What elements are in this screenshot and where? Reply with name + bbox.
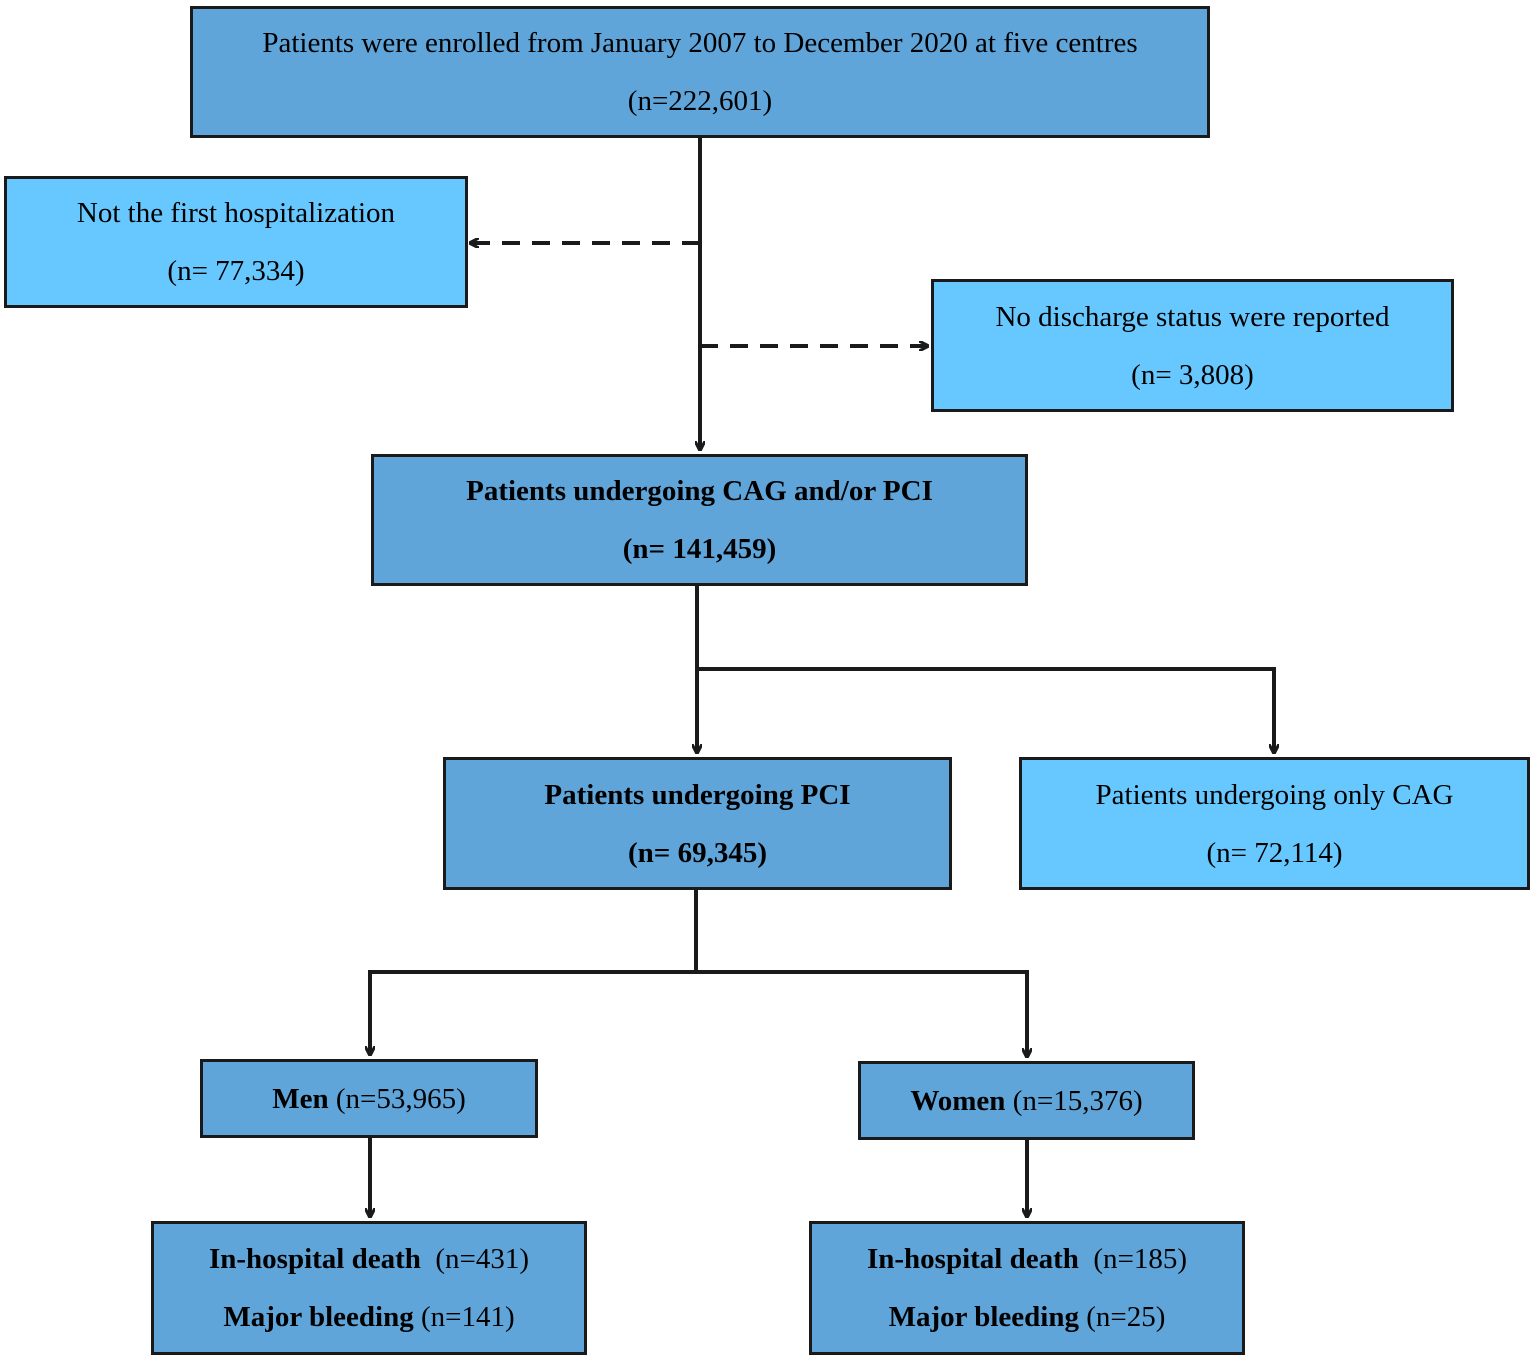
men-label: Men [272, 1082, 329, 1115]
men-box: Men (n=53,965) [200, 1059, 538, 1138]
pci-count: (n= 69,345) [628, 836, 767, 869]
men-count: (n=53,965) [335, 1082, 466, 1115]
arrow-to-only-cag [697, 667, 1274, 753]
men-death-count: (n=431) [435, 1243, 530, 1275]
men-line: Men (n=53,965) [272, 1070, 466, 1128]
women-death-label: In-hospital death [866, 1243, 1079, 1275]
only-cag-text: Patients undergoing only CAG [1095, 778, 1454, 811]
only-cag-count: (n= 72,114) [1206, 836, 1343, 869]
men-bleed-line: Major bleeding (n=141) [223, 1288, 514, 1346]
exclusion-first-hospitalization-count: (n= 77,334) [167, 255, 305, 287]
men-death-line: In-hospital death (n=431) [209, 1230, 529, 1288]
pci-text: Patients undergoing PCI [544, 778, 851, 811]
cag-pci-text: Patients undergoing CAG and/or PCI [466, 475, 933, 507]
men-outcomes-box: In-hospital death (n=431) Major bleeding… [151, 1221, 587, 1355]
exclusion-discharge-count: (n= 3,808) [1131, 358, 1254, 391]
cag-pci-count: (n= 141,459) [622, 533, 777, 565]
men-bleed-label: Major bleeding [223, 1301, 414, 1333]
women-death-count: (n=185) [1093, 1243, 1188, 1275]
men-bleed-count: (n=141) [420, 1301, 515, 1333]
women-bleed-count: (n=25) [1086, 1301, 1166, 1333]
arrow-to-women [368, 970, 1029, 1056]
exclusion-discharge-text: No discharge status were reported [995, 300, 1390, 333]
women-box: Women (n=15,376) [858, 1061, 1195, 1140]
women-outcomes-box: In-hospital death (n=185) Major bleeding… [809, 1221, 1245, 1355]
women-bleed-label: Major bleeding [888, 1301, 1079, 1333]
exclusion-first-hospitalization-box: Not the first hospitalization (n= 77,334… [4, 176, 468, 308]
exclusion-first-hospitalization-text: Not the first hospitalization [76, 197, 396, 229]
cag-pci-box: Patients undergoing CAG and/or PCI (n= 1… [371, 454, 1028, 586]
enrolled-count: (n=222,601) [627, 85, 773, 117]
women-label: Women [910, 1084, 1006, 1117]
women-death-line: In-hospital death (n=185) [867, 1230, 1187, 1288]
exclusion-discharge-box: No discharge status were reported (n= 3,… [931, 279, 1454, 412]
men-death-label: In-hospital death [208, 1243, 421, 1275]
women-bleed-line: Major bleeding (n=25) [889, 1288, 1166, 1346]
enrolled-box: Patients were enrolled from January 2007… [190, 6, 1210, 138]
women-count: (n=15,376) [1012, 1084, 1143, 1117]
pci-box: Patients undergoing PCI (n= 69,345) [443, 757, 952, 890]
enrolled-text: Patients were enrolled from January 2007… [262, 27, 1138, 59]
only-cag-box: Patients undergoing only CAG (n= 72,114) [1019, 757, 1530, 890]
women-line: Women (n=15,376) [910, 1072, 1142, 1130]
